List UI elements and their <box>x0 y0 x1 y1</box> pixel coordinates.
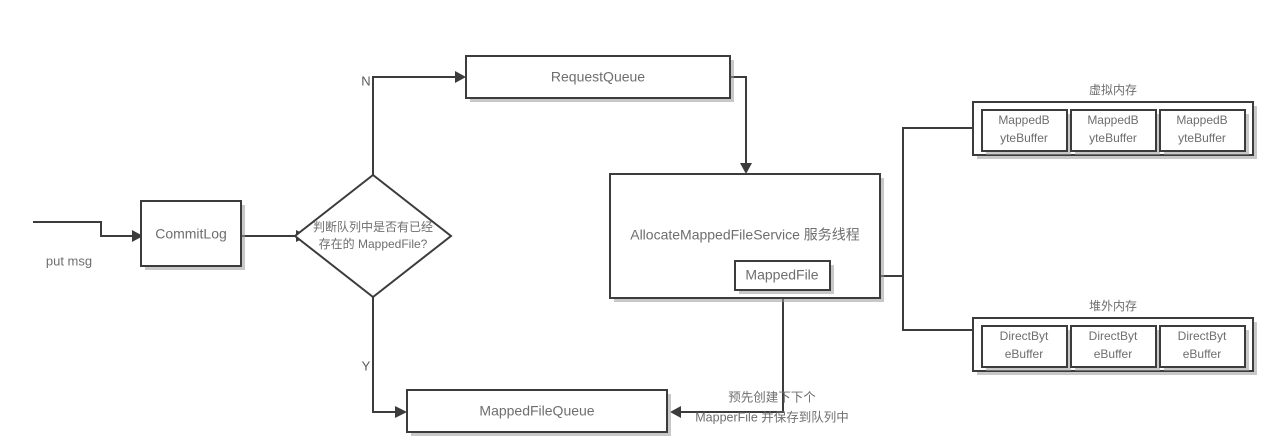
off-heap-memory-caption: 堆外内存 <box>1089 299 1137 313</box>
mapped-file-label: MappedFile <box>745 267 818 283</box>
buffer-box <box>1070 109 1157 152</box>
edge-decision-no-to-requestqueue <box>372 76 455 175</box>
arrowhead-mappedfilequeue-right <box>670 406 681 418</box>
region-off-heap-memory[interactable]: 堆外内存 DirectByt eBuffer DirectByt eBuffer… <box>972 299 1257 375</box>
arrowhead-allocate-service <box>740 163 752 174</box>
note-label-line2: MapperFile 并保存到队列中 <box>695 409 849 424</box>
buffer-box <box>981 325 1068 368</box>
edge-requestqueue-to-allocate <box>730 76 747 163</box>
commit-log-box <box>140 200 242 267</box>
node-request-queue[interactable]: RequestQueue <box>465 55 734 102</box>
node-allocate-service[interactable]: AllocateMappedFileService 服务线程 MappedFil… <box>609 173 884 302</box>
mapped-file-box <box>734 260 831 291</box>
node-mapped-file-queue[interactable]: MappedFileQueue <box>406 389 671 436</box>
note-label-line1: 预先创建下下个 <box>728 390 816 404</box>
edge-label-put-msg: put msg <box>46 253 92 268</box>
arrowhead-requestqueue <box>455 71 466 83</box>
buffer-label-line1: MappedB <box>1176 113 1227 127</box>
buffer-label-line1: MappedB <box>1087 113 1138 127</box>
edge-mappedfile-to-queue <box>692 290 784 413</box>
edge-decision-yes-to-queue <box>372 297 395 413</box>
buffer-label-line2: yteBuffer <box>1000 131 1048 145</box>
buffer-box <box>1159 325 1246 368</box>
buffer-box <box>1070 325 1157 368</box>
buffer-label-line2: yteBuffer <box>1178 131 1226 145</box>
buffer-label-line2: eBuffer <box>1183 347 1221 361</box>
buffer-label-line2: eBuffer <box>1094 347 1132 361</box>
buffer-label-line1: DirectByt <box>1089 329 1138 343</box>
region-virtual-memory[interactable]: 虚拟内存 MappedB yteBuffer MappedB yteBuffer… <box>972 83 1257 159</box>
mapped-file-queue-label: MappedFileQueue <box>479 403 594 419</box>
buffer-label-line2: eBuffer <box>1005 347 1043 361</box>
edge-label-branch-no: N <box>361 73 370 88</box>
edge-label-branch-yes: Y <box>362 358 371 373</box>
buffer-item[interactable]: MappedB yteBuffer <box>1159 109 1249 155</box>
buffer-box <box>1159 109 1246 152</box>
buffer-item[interactable]: MappedB yteBuffer <box>1070 109 1160 155</box>
allocate-service-label: AllocateMappedFileService 服务线程 <box>630 227 860 243</box>
buffer-item[interactable]: DirectByt eBuffer <box>981 325 1071 371</box>
buffer-label-line2: yteBuffer <box>1089 131 1137 145</box>
buffer-label-line1: DirectByt <box>1000 329 1049 343</box>
decision-label-line1: 判断队列中是否有已经 <box>313 219 433 234</box>
request-queue-box <box>465 55 731 99</box>
decision-diamond <box>293 173 453 299</box>
node-commit-log[interactable]: CommitLog <box>140 200 245 270</box>
mapped-file-queue-box <box>406 389 668 433</box>
buffer-item[interactable]: DirectByt eBuffer <box>1070 325 1160 371</box>
arrowhead-put-msg <box>132 230 143 242</box>
virtual-memory-caption: 虚拟内存 <box>1089 83 1137 97</box>
buffer-label-line1: DirectByt <box>1178 329 1227 343</box>
arrowhead-mappedfilequeue-left <box>395 406 407 418</box>
request-queue-label: RequestQueue <box>551 69 645 85</box>
buffer-item[interactable]: MappedB yteBuffer <box>981 109 1071 155</box>
node-mapped-file[interactable]: MappedFile <box>734 260 834 294</box>
edge-memory-bracket <box>902 127 973 331</box>
decision-label-line2: 存在的 MappedFile? <box>319 236 428 251</box>
node-decision[interactable]: 判断队列中是否有已经 存在的 MappedFile? <box>293 173 453 299</box>
buffer-item[interactable]: DirectByt eBuffer <box>1159 325 1249 371</box>
buffer-box <box>981 109 1068 152</box>
buffer-label-line1: MappedB <box>998 113 1049 127</box>
commit-log-label: CommitLog <box>155 226 227 242</box>
edge-put-msg <box>33 221 132 237</box>
